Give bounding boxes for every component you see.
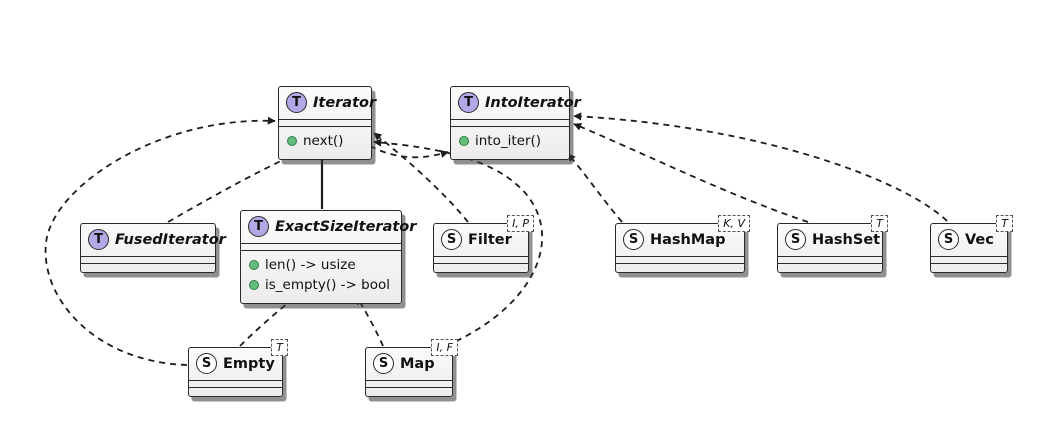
class-title: S Map bbox=[366, 348, 452, 380]
method-bullet-icon bbox=[459, 136, 469, 146]
generics-tag: I, P bbox=[507, 215, 534, 232]
struct-badge-icon: S bbox=[785, 229, 806, 250]
edge-map-implements-iterator bbox=[373, 138, 543, 347]
class-title: T FusedIterator bbox=[81, 224, 226, 256]
edge-hashmap-implements-intoiterator bbox=[567, 153, 623, 223]
divider bbox=[778, 263, 882, 264]
class-box-iterator: T Iterator next() bbox=[278, 86, 376, 160]
struct-badge-icon: S bbox=[623, 229, 644, 250]
empty-methods-section bbox=[81, 264, 215, 272]
struct-badge-icon: S bbox=[938, 229, 959, 250]
class-title: S HashMap bbox=[616, 224, 744, 256]
divider bbox=[241, 250, 401, 251]
divider bbox=[279, 119, 371, 120]
methods-section: len() -> usize is_empty() -> bool bbox=[241, 251, 401, 303]
trait-badge-icon: T bbox=[248, 216, 269, 237]
class-name: HashMap bbox=[650, 231, 726, 248]
methods-section: into_iter() bbox=[451, 127, 569, 159]
class-box-hashmap: K, V S HashMap bbox=[615, 215, 750, 273]
generics-tag: T bbox=[271, 339, 288, 356]
class-box-map: I, F S Map bbox=[365, 339, 458, 397]
method-bullet-icon bbox=[249, 280, 259, 290]
divider bbox=[279, 126, 371, 127]
divider bbox=[434, 263, 528, 264]
generics-tag: I, F bbox=[431, 339, 458, 356]
class-box-fusediterator: T FusedIterator bbox=[80, 223, 226, 273]
method-label: is_empty() -> bool bbox=[265, 277, 390, 293]
generics-tag: T bbox=[871, 215, 888, 232]
class-name: IntoIterator bbox=[485, 94, 581, 111]
method-row: is_empty() -> bool bbox=[249, 275, 393, 295]
divider bbox=[81, 263, 215, 264]
edge-iterator-implements-intoiterator bbox=[369, 145, 449, 159]
method-row: next() bbox=[287, 131, 363, 151]
method-row: into_iter() bbox=[459, 131, 561, 151]
divider bbox=[189, 387, 282, 388]
generics-tag: T bbox=[996, 215, 1013, 232]
class-box-filter: I, P S Filter bbox=[433, 215, 534, 273]
divider bbox=[81, 256, 215, 257]
class-box-exactsizeiterator: T ExactSizeIterator len() -> usize is_em… bbox=[240, 210, 416, 304]
divider bbox=[366, 380, 452, 381]
divider bbox=[434, 256, 528, 257]
class-name: HashSet bbox=[812, 231, 881, 248]
method-label: next() bbox=[303, 133, 344, 149]
class-title: T IntoIterator bbox=[451, 87, 581, 119]
class-title: T ExactSizeIterator bbox=[241, 211, 416, 243]
edge-vec-implements-intoiterator bbox=[573, 112, 948, 222]
empty-methods-section bbox=[778, 264, 882, 272]
class-title: S Empty bbox=[189, 348, 282, 380]
empty-methods-section bbox=[189, 388, 282, 396]
empty-methods-section bbox=[366, 388, 452, 396]
divider bbox=[778, 256, 882, 257]
class-name: FusedIterator bbox=[115, 231, 226, 248]
class-name: Map bbox=[400, 355, 435, 372]
trait-badge-icon: T bbox=[458, 92, 479, 113]
class-name: Vec bbox=[965, 231, 994, 248]
divider bbox=[931, 256, 1007, 257]
class-name: ExactSizeIterator bbox=[275, 218, 417, 235]
struct-badge-icon: S bbox=[441, 229, 462, 250]
method-label: len() -> usize bbox=[265, 257, 356, 273]
empty-methods-section bbox=[616, 264, 744, 272]
edge-empty-implements-iterator bbox=[44, 116, 276, 366]
class-name: Iterator bbox=[313, 94, 377, 111]
method-bullet-icon bbox=[287, 136, 297, 146]
divider bbox=[451, 126, 569, 127]
class-name: Filter bbox=[468, 231, 512, 248]
empty-methods-section bbox=[931, 264, 1007, 272]
class-title: T Iterator bbox=[279, 87, 376, 119]
class-box-hashset: T S HashSet bbox=[777, 215, 888, 273]
class-title: S Filter bbox=[434, 224, 528, 256]
divider bbox=[451, 119, 569, 120]
method-bullet-icon bbox=[249, 260, 259, 270]
edge-filter-implements-iterator bbox=[373, 132, 469, 223]
class-title: S Vec bbox=[931, 224, 1007, 256]
empty-methods-section bbox=[434, 264, 528, 272]
divider bbox=[931, 263, 1007, 264]
divider bbox=[241, 243, 401, 244]
class-name: Empty bbox=[223, 355, 275, 372]
methods-section: next() bbox=[279, 127, 371, 159]
class-box-vec: T S Vec bbox=[930, 215, 1013, 273]
edge-hashset-implements-intoiterator bbox=[573, 123, 809, 223]
divider bbox=[189, 380, 282, 381]
struct-badge-icon: S bbox=[373, 353, 394, 374]
divider bbox=[616, 256, 744, 257]
class-box-empty: T S Empty bbox=[188, 339, 288, 397]
method-row: len() -> usize bbox=[249, 255, 393, 275]
edge-map-implements-exactsizeiterator bbox=[356, 296, 384, 347]
struct-badge-icon: S bbox=[196, 353, 217, 374]
trait-badge-icon: T bbox=[286, 92, 307, 113]
generics-tag: K, V bbox=[718, 215, 750, 232]
class-title: S HashSet bbox=[778, 224, 882, 256]
divider bbox=[366, 387, 452, 388]
class-box-intoiterator: T IntoIterator into_iter() bbox=[450, 86, 581, 160]
trait-badge-icon: T bbox=[88, 229, 109, 250]
divider bbox=[616, 263, 744, 264]
method-label: into_iter() bbox=[475, 133, 542, 149]
